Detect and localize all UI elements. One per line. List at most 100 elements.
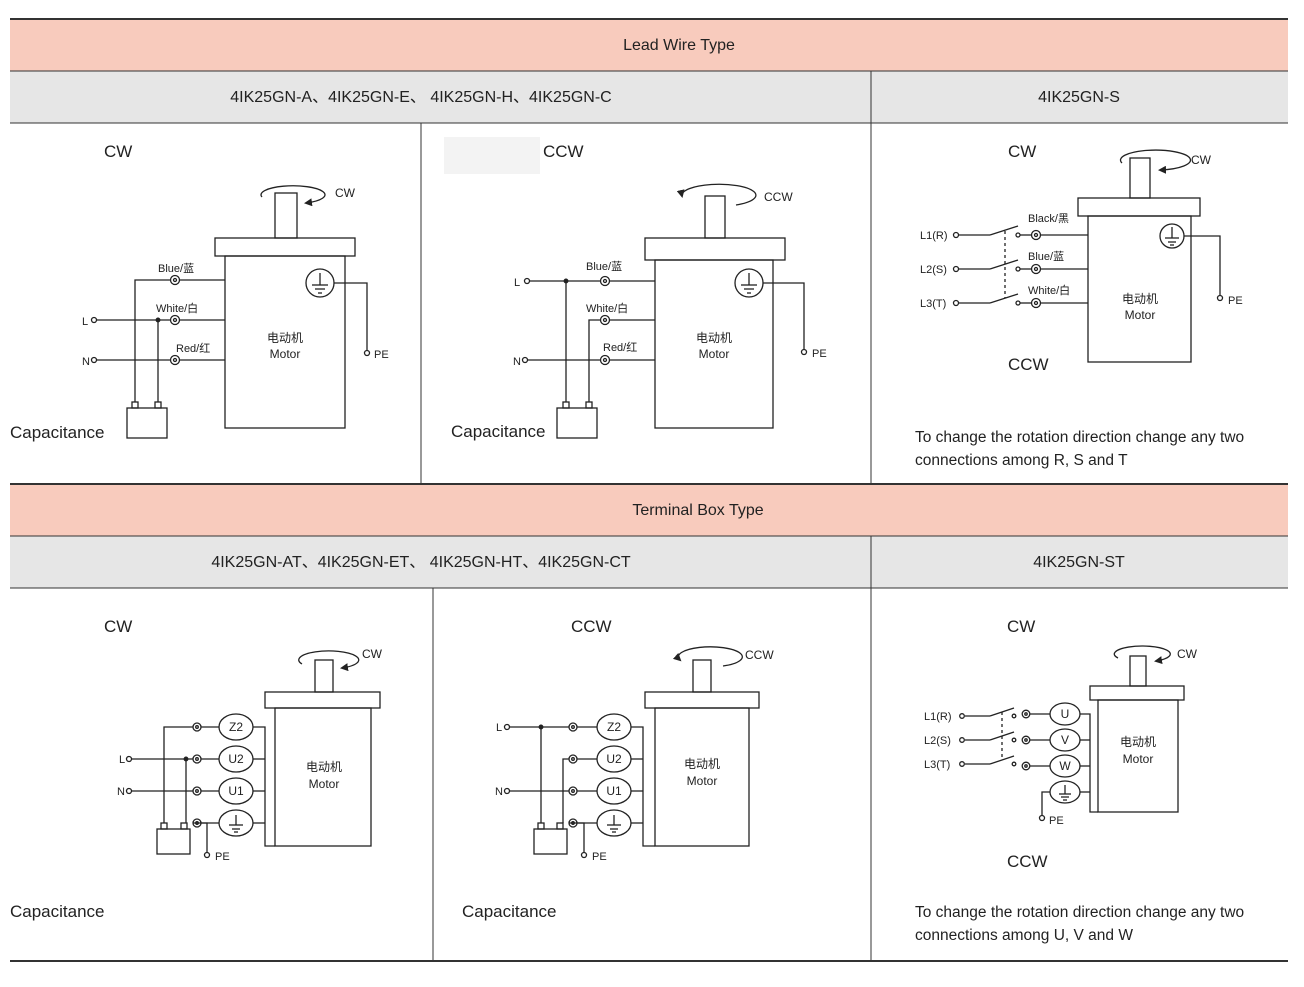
direction-cw-label: CW — [1008, 142, 1036, 161]
motor-flange — [214, 237, 356, 257]
wire-white-label: White/白 — [1028, 283, 1070, 297]
terminal-cw-diagram: CW CW 电动机 Motor Z2 U2 U1 — [10, 617, 383, 921]
rotation-arrow-icon — [298, 650, 360, 672]
pe-label: PE — [1049, 815, 1064, 827]
u2-label: U2 — [228, 752, 244, 766]
motor-flange — [1089, 685, 1185, 701]
motor-label-cn: 电动机 — [684, 757, 720, 771]
line-n-label: N — [495, 786, 503, 798]
motor-flange — [644, 691, 760, 709]
direction-cw-label: CW — [1007, 617, 1035, 636]
lead-models-left: 4IK25GN-A、4IK25GN-E、 4IK25GN-H、4IK25GN-C — [230, 89, 611, 106]
terminal-ccw-diagram: CCW CCW 电动机 Motor Z2 U2 U1 — [462, 617, 774, 921]
motor-shaft — [1129, 655, 1147, 687]
pe-label: PE — [374, 349, 389, 361]
pe-label: PE — [812, 348, 827, 360]
v-label: V — [1061, 733, 1069, 747]
lead-cw-diagram: CW CW 电动机 Motor PE Blue/蓝 White/白 Red/红 — [10, 142, 389, 442]
blank-patch — [444, 137, 540, 174]
capacitance-label: Capacitance — [10, 902, 105, 921]
ground-icon — [305, 268, 335, 298]
motor-label-cn: 电动机 — [1120, 735, 1156, 749]
rotation-arrow-icon — [1119, 149, 1192, 174]
terminal-icon — [192, 754, 202, 764]
motor-body — [1087, 215, 1192, 363]
lead-wire-type-title: Lead Wire Type — [623, 37, 735, 54]
motor-label-cn: 电动机 — [267, 331, 303, 345]
ground-icon — [734, 268, 764, 298]
rotation-label: CCW — [745, 648, 774, 662]
terminal-models-right: 4IK25GN-ST — [1033, 554, 1125, 571]
wire-black-label: Black/黑 — [1028, 212, 1069, 225]
line-l-label: L — [496, 722, 502, 734]
motor-label-en: Motor — [699, 347, 730, 361]
pe-label: PE — [1228, 295, 1243, 307]
terminal-icon — [599, 354, 611, 366]
l1-label: L1(R) — [920, 230, 948, 242]
motor-label-cn: 电动机 — [696, 331, 732, 345]
motor-shaft — [274, 192, 298, 239]
wire-blue-label: Blue/蓝 — [586, 260, 622, 273]
capacitor-icon — [126, 401, 168, 439]
terminal-icon — [1030, 229, 1042, 241]
terminal-icon — [568, 722, 578, 732]
line-n-label: N — [513, 356, 521, 368]
motor-label-en: Motor — [1123, 752, 1154, 766]
terminal-three-phase-diagram: CW CCW CW 电动机 Motor U V W PE L1(R) L2(S)… — [915, 617, 1244, 944]
rotation-label: CW — [1191, 153, 1212, 167]
motor-label-en: Motor — [309, 777, 340, 791]
direction-label: CW — [104, 617, 132, 636]
capacitor-icon — [533, 822, 568, 855]
motor-body — [654, 707, 750, 847]
u1-label: U1 — [228, 784, 244, 798]
capacitance-label: Capacitance — [10, 423, 105, 442]
terminal-icon — [599, 275, 611, 287]
direction-note-line2: connections among R, S and T — [915, 452, 1128, 469]
wire-white-label: White/白 — [156, 301, 198, 315]
wire-blue-label: Blue/蓝 — [1028, 250, 1064, 263]
terminal-icon — [1030, 263, 1042, 275]
terminal-icon — [568, 786, 578, 796]
wire-blue-label: Blue/蓝 — [158, 262, 194, 275]
lead-model-band — [10, 71, 1288, 123]
lead-models-right: 4IK25GN-S — [1038, 89, 1120, 106]
direction-label: CCW — [571, 617, 612, 636]
motor-shaft — [692, 659, 712, 693]
z2-label: Z2 — [607, 720, 621, 734]
l3-label: L3(T) — [920, 298, 946, 310]
motor-body — [224, 255, 346, 429]
z2-label: Z2 — [229, 720, 243, 734]
switch-icon — [989, 707, 1015, 765]
capacitance-label: Capacitance — [451, 422, 546, 441]
rotation-arrow-icon — [672, 646, 743, 667]
motor-shaft — [314, 659, 334, 693]
l3-label: L3(T) — [924, 759, 950, 771]
direction-ccw-label: CCW — [1007, 852, 1048, 871]
u-label: U — [1061, 707, 1070, 721]
motor-flange — [1077, 197, 1201, 217]
ground-icon — [1159, 223, 1185, 249]
line-n-label: N — [117, 786, 125, 798]
motor-shaft — [1129, 157, 1151, 199]
lead-title-band — [10, 19, 1288, 71]
motor-body — [1097, 699, 1179, 813]
motor-body — [274, 707, 372, 847]
motor-body — [654, 259, 774, 429]
capacitance-label: Capacitance — [462, 902, 557, 921]
rotation-label: CW — [335, 186, 356, 200]
wire-red-label: Red/红 — [603, 341, 637, 354]
terminal-icon — [192, 722, 202, 732]
line-l-label: L — [119, 754, 125, 766]
terminal-icon — [1021, 735, 1031, 745]
capacitor-icon — [156, 822, 191, 855]
rotation-label: CW — [362, 647, 383, 661]
terminal-icon — [1030, 297, 1042, 309]
direction-label: CW — [104, 142, 132, 161]
motor-label-en: Motor — [687, 774, 718, 788]
direction-note-line2: connections among U, V and W — [915, 927, 1133, 944]
motor-shaft — [704, 195, 726, 239]
terminal-icon — [1021, 709, 1031, 719]
pe-label: PE — [215, 851, 230, 863]
l2-label: L2(S) — [924, 735, 951, 747]
